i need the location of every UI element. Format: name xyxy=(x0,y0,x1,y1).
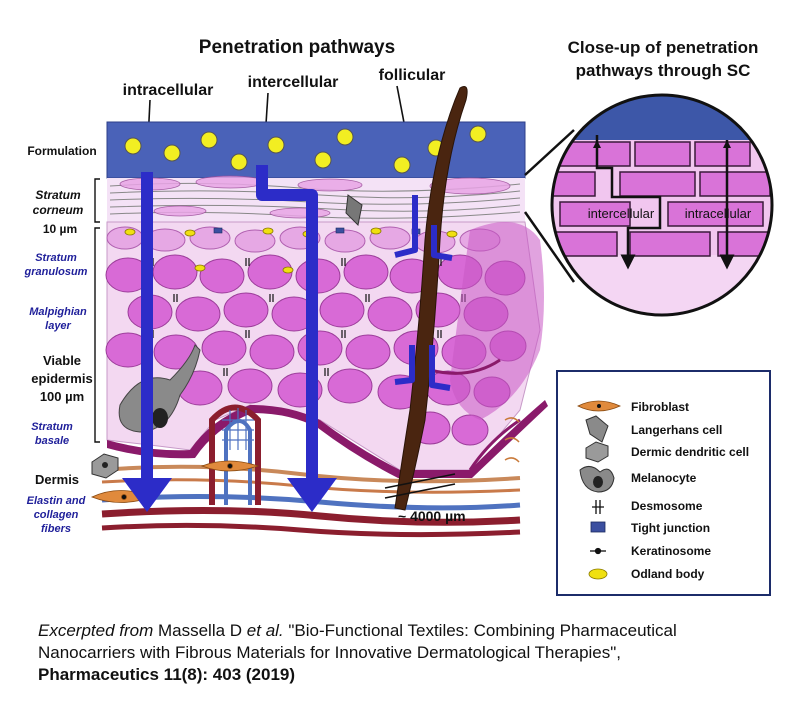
closeup-title-line2: pathways through SC xyxy=(576,61,751,80)
follicle-depth-label: ~ 4000 µm xyxy=(398,508,466,524)
label-sc-thickness: 10 µm xyxy=(43,222,77,236)
closeup-label-intracellular: intracellular xyxy=(685,206,752,221)
legend-label: Fibroblast xyxy=(631,400,689,414)
dermic-dendritic-cell-icon xyxy=(585,441,609,463)
odland-bodies xyxy=(124,227,458,274)
closeup-intercellular-path xyxy=(595,135,662,270)
label-formulation: Formulation xyxy=(27,144,96,158)
label-basale-1: Stratum xyxy=(31,421,73,433)
dermis-fibroblasts xyxy=(90,460,260,503)
pathway-arrows xyxy=(141,165,453,490)
legend-label: Desmosome xyxy=(631,499,703,513)
arrow-intercellular xyxy=(256,165,318,490)
legend: Fibroblast Langerhans cell Dermic dendri… xyxy=(556,370,771,596)
legend-label: Odland body xyxy=(631,567,705,581)
follicle-region xyxy=(429,222,544,471)
keratinosome-icon xyxy=(590,547,606,555)
legend-label: Langerhans cell xyxy=(631,423,722,437)
legend-label: Dermic dendritic cell xyxy=(631,445,749,459)
label-intercellular: intercellular xyxy=(248,74,339,91)
diagram-title: Penetration pathways xyxy=(199,37,395,58)
label-stratum-corneum-2: corneum xyxy=(33,203,84,217)
label-stratum-corneum-1: Stratum xyxy=(35,188,81,202)
label-elastin-2: collagen xyxy=(34,509,79,521)
label-elastin-1: Elastin and xyxy=(27,495,86,507)
citation: Excerpted from Massella D et al. "Bio-Fu… xyxy=(38,620,778,686)
langerhans-cell xyxy=(345,194,363,227)
label-malpighian-2: layer xyxy=(45,320,71,332)
dermis xyxy=(101,404,521,538)
label-dermis: Dermis xyxy=(35,472,79,487)
melanocyte xyxy=(118,344,201,433)
label-elastin-3: fibers xyxy=(41,523,71,535)
label-basale-2: basale xyxy=(35,435,69,447)
legend-label: Tight junction xyxy=(631,521,710,535)
legend-label: Keratinosome xyxy=(631,544,711,558)
label-malpighian-1: Malpighian xyxy=(29,306,87,318)
follicle-depth-marker xyxy=(384,473,456,499)
tight-junction-icon xyxy=(590,521,606,533)
citation-etal: et al. xyxy=(246,621,284,640)
desmosome-icon xyxy=(592,500,604,514)
fibroblast-icon xyxy=(577,400,621,412)
label-intracellular: intracellular xyxy=(123,82,214,99)
citation-journal: Pharmaceutics 11(8): 403 (2019) xyxy=(38,665,296,684)
label-viable-thickness: 100 µm xyxy=(40,389,84,404)
langerhans-cell-icon xyxy=(585,415,609,443)
odland-body-icon xyxy=(588,568,608,580)
citation-author: Massella D xyxy=(153,621,247,640)
dermic-dendritic-cell xyxy=(91,453,119,479)
label-granulosum-2: granulosum xyxy=(24,266,88,278)
closeup-connectors xyxy=(523,129,576,283)
pathway-arrowheads xyxy=(122,478,337,512)
label-granulosum-1: Stratum xyxy=(35,252,77,264)
citation-title: "Bio-Functional Textiles: Combining Phar… xyxy=(38,621,677,662)
legend-label: Melanocyte xyxy=(631,471,697,485)
hair-shaft xyxy=(394,86,468,511)
melanocyte-icon xyxy=(579,466,615,493)
closeup-title-line1: Close-up of penetration xyxy=(568,38,759,57)
closeup-label-intercellular: intercellular xyxy=(588,206,655,221)
nanoparticles xyxy=(124,125,487,174)
label-follicular: follicular xyxy=(379,67,446,84)
label-viable-1: Viable xyxy=(43,353,81,368)
layer-brackets xyxy=(94,178,100,443)
label-viable-2: epidermis xyxy=(31,371,92,386)
citation-excerpted: Excerpted from xyxy=(38,621,154,640)
